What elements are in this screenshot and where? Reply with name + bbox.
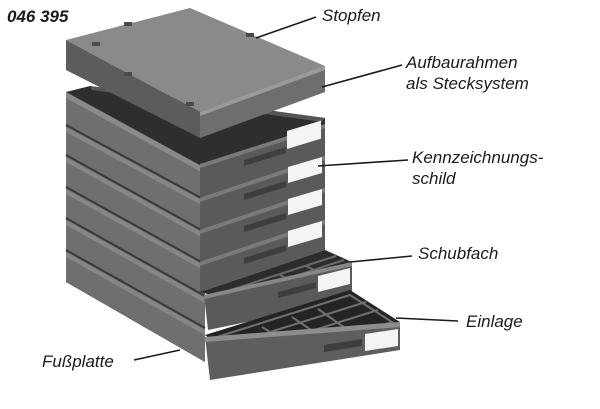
part-number: 046 395 bbox=[7, 7, 69, 26]
open-drawer-lower bbox=[205, 290, 400, 380]
leader-lines bbox=[133, 16, 459, 361]
closed-drawers bbox=[200, 120, 325, 292]
label-stopfen: Stopfen bbox=[322, 6, 381, 25]
cabinet-left-side bbox=[65, 92, 206, 362]
label-kennzeichnung-line2: schild bbox=[412, 169, 456, 188]
open-drawer-upper bbox=[200, 250, 352, 330]
top-lid bbox=[66, 8, 325, 138]
label-einlage: Einlage bbox=[466, 312, 523, 331]
label-schubfach: Schubfach bbox=[418, 244, 499, 263]
label-aufbaurahmen-line1: Aufbaurahmen bbox=[406, 53, 518, 72]
leader-stopfen bbox=[255, 16, 317, 39]
label-fussplatte: Fußplatte bbox=[42, 352, 114, 371]
label-kennzeichnung-line1: Kennzeichnungs- bbox=[412, 148, 544, 167]
leader-aufbaurahmen bbox=[321, 64, 403, 88]
leader-kennzeichnung bbox=[317, 159, 409, 167]
label-aufbaurahmen-line2: als Stecksystem bbox=[406, 74, 529, 93]
leader-einlage bbox=[395, 317, 459, 322]
leader-schubfach bbox=[349, 255, 413, 263]
leader-fussplatte bbox=[133, 349, 181, 361]
